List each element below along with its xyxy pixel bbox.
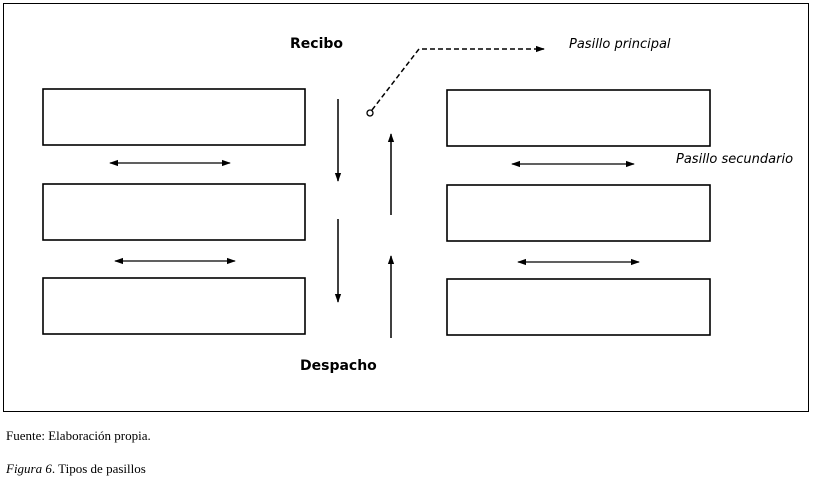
source-note: Fuente: Elaboración propia.	[6, 428, 151, 443]
figure-caption: Figura 6. Tipos de pasillos	[6, 461, 146, 477]
dispatch-label: Despacho	[300, 358, 377, 374]
rack-right-1	[446, 89, 711, 147]
figure-label: Figura 6	[6, 461, 52, 476]
secondary-aisle-label: Pasillo secundario	[676, 152, 794, 167]
rack-right-3	[446, 278, 711, 336]
diagram-frame	[3, 3, 809, 412]
leader-origin-dot	[366, 109, 374, 117]
receiving-label: Recibo	[290, 36, 344, 52]
rack-left-1	[42, 88, 306, 146]
rack-left-3	[42, 277, 306, 335]
rack-left-2	[42, 183, 306, 241]
main-aisle-label: Pasillo principal	[569, 37, 671, 52]
figure-title: . Tipos de pasillos	[51, 461, 146, 476]
main-aisle-leader-line	[371, 45, 545, 111]
rack-right-2	[446, 184, 711, 242]
